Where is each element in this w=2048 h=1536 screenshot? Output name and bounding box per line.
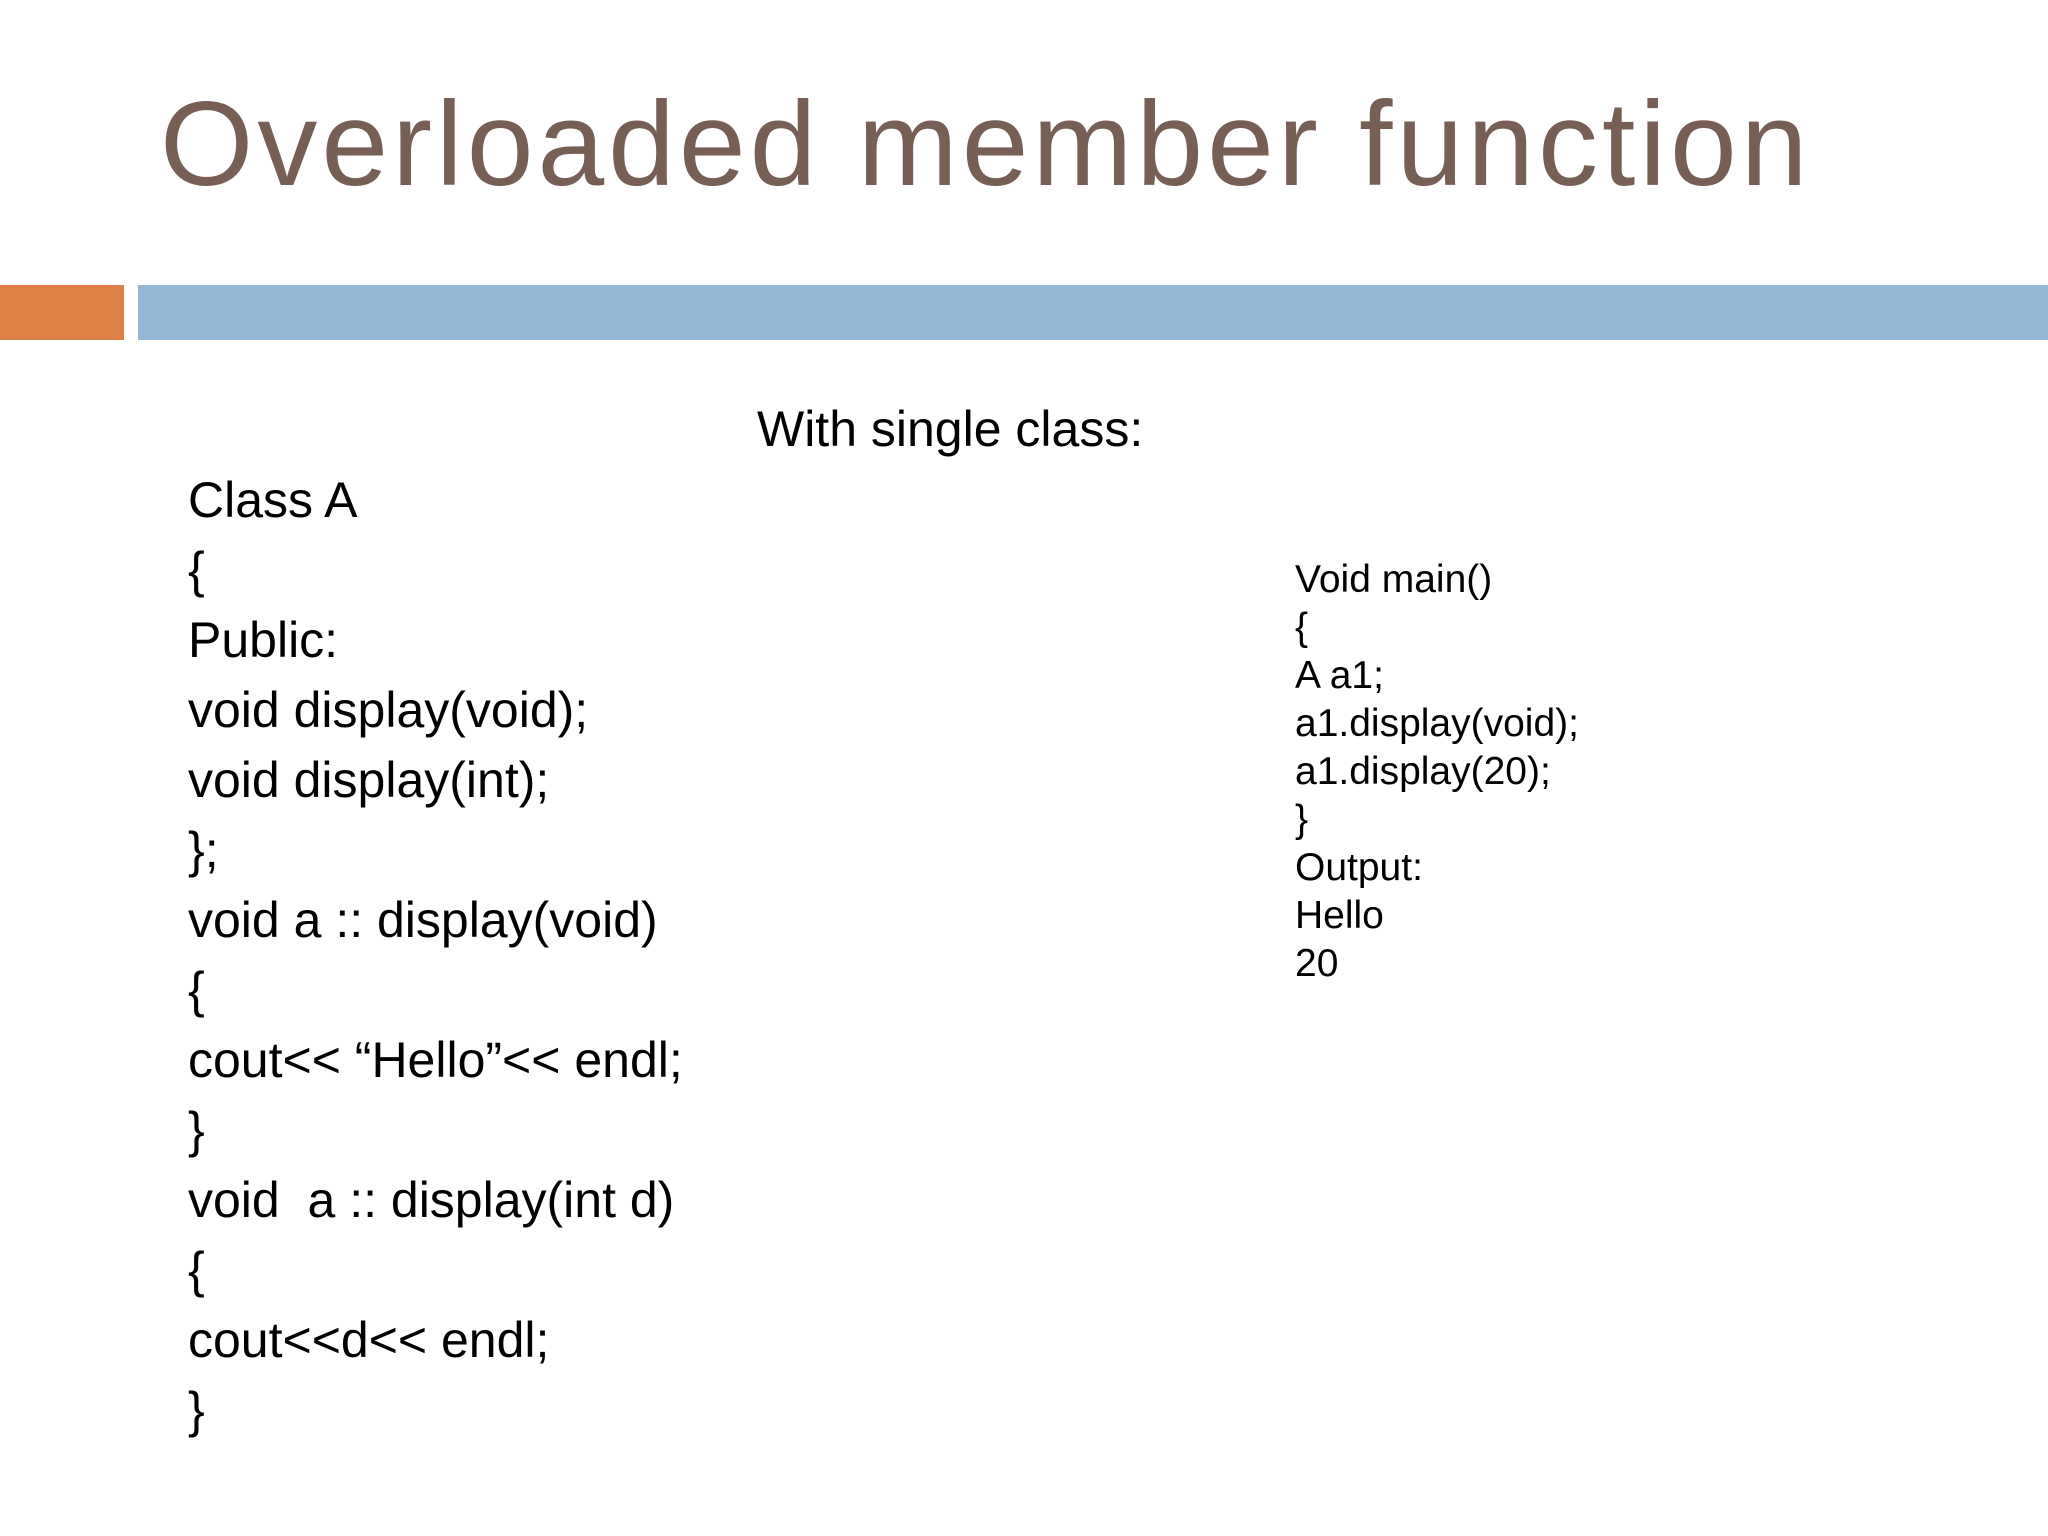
code-line: Output: — [1295, 846, 1423, 889]
code-line: void display(void); — [188, 682, 589, 738]
code-line: 20 — [1295, 942, 1339, 985]
subtitle: With single class: — [757, 401, 1144, 457]
code-line: cout<<d<< endl; — [188, 1312, 550, 1368]
code-line: Hello — [1295, 894, 1384, 937]
left-code-block: Class A { Public: void display(void); void d… — [188, 465, 683, 1445]
code-line: } — [188, 1102, 205, 1158]
code-line: Void main() — [1295, 558, 1493, 601]
code-line: void display(int); — [188, 752, 550, 808]
code-line: { — [188, 542, 205, 598]
code-line: void a :: display(int d) — [188, 1172, 675, 1228]
accent-bar-blue — [138, 285, 2048, 340]
code-line: } — [1295, 798, 1309, 841]
right-code-block: Void main() { A a1; a1.display(void); a1.dis… — [1295, 556, 1579, 988]
code-line: cout<< “Hello”<< endl; — [188, 1032, 683, 1088]
code-line: void a :: display(void) — [188, 892, 658, 948]
code-line: { — [1295, 606, 1309, 649]
code-line: { — [188, 962, 205, 1018]
slide-title: Overloaded member function — [160, 77, 1812, 211]
code-line: A a1; — [1295, 654, 1384, 697]
code-line: a1.display(20); — [1295, 750, 1551, 793]
code-line: Class A — [188, 472, 358, 528]
code-line: Public: — [188, 612, 339, 668]
accent-bar-orange — [0, 285, 124, 340]
code-line: a1.display(void); — [1295, 702, 1579, 745]
code-line: }; — [188, 822, 219, 878]
code-line: { — [188, 1242, 205, 1298]
code-line: } — [188, 1382, 205, 1438]
